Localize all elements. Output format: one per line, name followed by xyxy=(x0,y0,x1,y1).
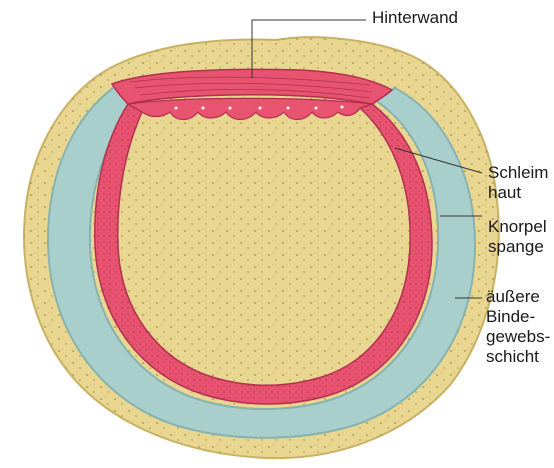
label-connective-tissue-line-3: gewebs- xyxy=(486,327,550,347)
label-cartilage-line-1: Knorpel xyxy=(488,217,547,237)
label-connective-tissue-line-2: Binde- xyxy=(486,307,550,327)
label-cartilage: Knorpel spange xyxy=(488,217,547,257)
label-connective-tissue: äußere Binde- gewebs- schicht xyxy=(486,287,550,367)
label-mucosa-line-1: Schleim xyxy=(488,163,548,183)
label-mucosa: Schleim haut xyxy=(488,163,548,203)
label-connective-tissue-line-4: schicht xyxy=(486,347,550,367)
label-posterior-wall: Hinterwand xyxy=(372,8,458,28)
label-cartilage-line-2: spange xyxy=(488,237,547,257)
label-posterior-wall-text: Hinterwand xyxy=(372,8,458,28)
label-mucosa-line-2: haut xyxy=(488,183,548,203)
label-connective-tissue-line-1: äußere xyxy=(486,287,550,307)
